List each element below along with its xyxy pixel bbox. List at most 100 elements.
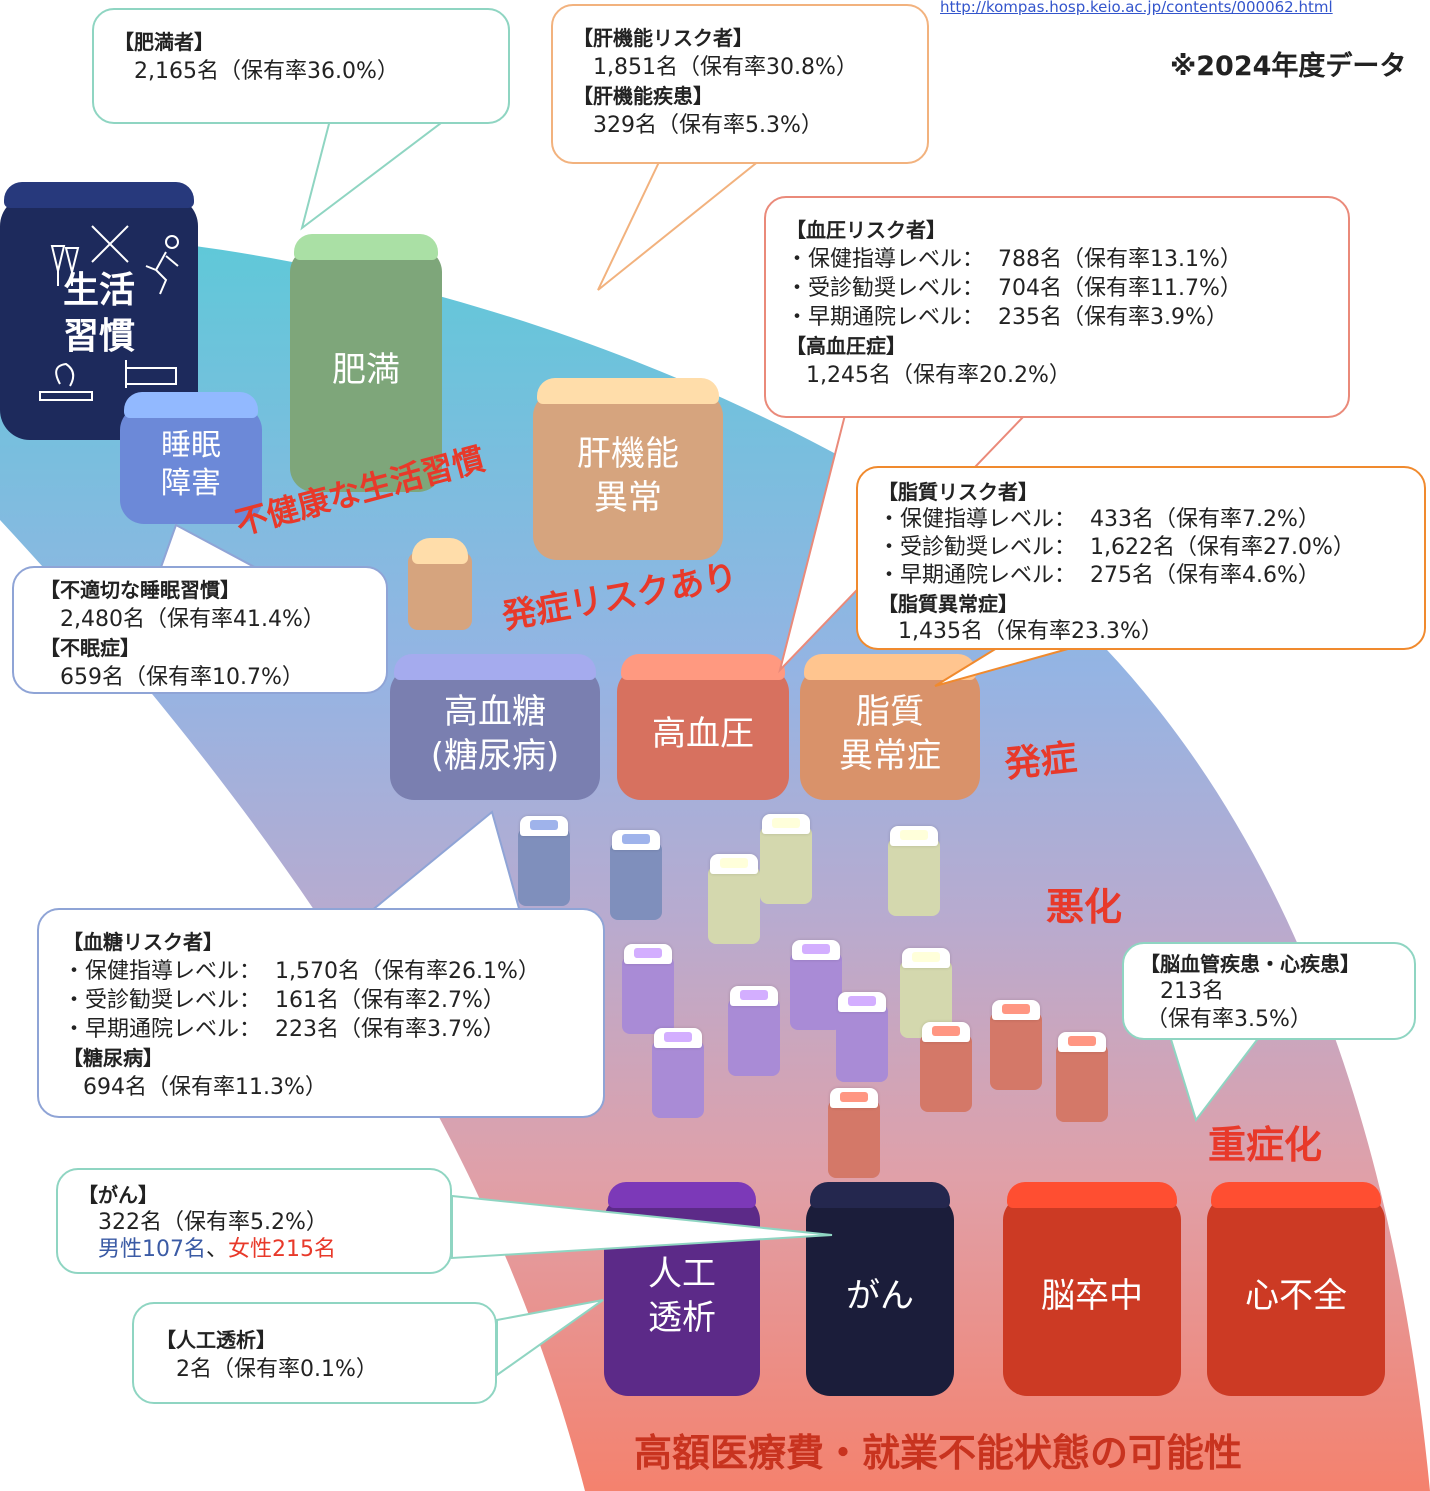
- liver-label-1: 肝機能: [577, 434, 679, 474]
- callout-cerebrovascular: 【脳血管疾患・心疾患】 213名 （保有率3.5%）: [1122, 942, 1416, 1040]
- row-label: ・保健指導レベル：: [786, 247, 985, 272]
- row-value: 161名（保有率2.7%）: [275, 988, 505, 1013]
- callout-value: （保有率3.5%）: [1146, 1007, 1312, 1032]
- cancer-label: がん: [846, 1276, 914, 1316]
- callout-value: 659名（保有率10.7%）: [60, 665, 304, 690]
- callout-heading: 【がん】: [78, 1183, 158, 1207]
- stroke-block: 脳卒中: [1003, 1196, 1181, 1396]
- row-label: ・早期通院レベル：: [878, 563, 1077, 588]
- mini-block: [900, 948, 952, 1038]
- liver-label-2: 異常: [594, 478, 662, 518]
- row-value: 433名（保有率7.2%）: [1090, 507, 1320, 532]
- hypertension-label: 高血圧: [652, 714, 754, 754]
- callout-lipid: 【脂質リスク者】 ・保健指導レベル： 433名（保有率7.2%） ・受診勧奨レベル…: [856, 466, 1426, 650]
- callout-row: ・受診勧奨レベル： 1,622名（保有率27.0%）: [878, 534, 1404, 562]
- separator: 、: [206, 1237, 229, 1262]
- callout-row: ・早期通院レベル： 223名（保有率3.7%）: [63, 1015, 579, 1044]
- mini-block: [622, 944, 674, 1034]
- callout-row: ・保健指導レベル： 788名（保有率13.1%）: [786, 245, 1328, 274]
- male-count: 男性107名: [98, 1237, 206, 1262]
- mini-block: [828, 1088, 880, 1178]
- callout-obesity: 【肥満者】 2,165名（保有率36.0%）: [92, 8, 510, 124]
- lifestyle-label-1: 生活: [62, 270, 135, 311]
- callout-liver: 【肝機能リスク者】 1,851名（保有率30.8%） 【肝機能疾患】 329名（…: [551, 4, 929, 164]
- stage-label-worsen: 悪化: [1046, 885, 1123, 929]
- female-count: 女性215名: [228, 1237, 337, 1262]
- callout-value: 213名: [1160, 979, 1224, 1004]
- row-label: ・受診勧奨レベル：: [63, 988, 262, 1013]
- callout-heading: 【血糖リスク者】: [63, 930, 223, 954]
- row-value: 788名（保有率13.1%）: [998, 247, 1242, 272]
- year-note: ※2024年度データ: [1170, 51, 1407, 82]
- callout-value: 329名（保有率5.3%）: [593, 113, 823, 138]
- callout-value: 1,245名（保有率20.2%）: [806, 363, 1071, 388]
- sleep-disorder-block: 睡眠 障害: [120, 406, 262, 524]
- callout-row: ・保健指導レベル： 1,570名（保有率26.1%）: [63, 957, 579, 986]
- stroke-label: 脳卒中: [1041, 1276, 1143, 1316]
- row-value: 1,622名（保有率27.0%）: [1090, 535, 1355, 560]
- stage-label-severe: 重症化: [1208, 1123, 1323, 1167]
- sleep-label-2: 障害: [161, 466, 221, 501]
- source-url-link[interactable]: http://kompas.hosp.keio.ac.jp/contents/0…: [940, 0, 1333, 16]
- mini-block: [652, 1028, 704, 1118]
- callout-value: 1,435名（保有率23.3%）: [898, 619, 1163, 644]
- callout-heading: 【肝機能疾患】: [573, 84, 713, 108]
- row-value: 704名（保有率11.7%）: [998, 276, 1242, 301]
- sleep-label-1: 睡眠: [161, 428, 221, 463]
- callout-value: 322名（保有率5.2%）: [98, 1210, 328, 1235]
- callout-heading: 【肝機能リスク者】: [573, 26, 753, 50]
- callout-value: 2,480名（保有率41.4%）: [60, 607, 325, 632]
- callout-value: 694名（保有率11.3%）: [83, 1075, 327, 1100]
- callout-blood-pressure: 【血圧リスク者】 ・保健指導レベル：788名（保有率13.1%） ・受診勧奨レベ…: [764, 196, 1350, 418]
- lifestyle-icons: [39, 225, 179, 401]
- row-value: 1,570名（保有率26.1%）: [275, 959, 540, 984]
- lifestyle-label-2: 習慣: [62, 316, 135, 357]
- glucose-block: 高血糖 (糖尿病): [390, 668, 600, 800]
- small-risk-block: [408, 552, 472, 630]
- mini-block: [920, 1022, 972, 1112]
- obesity-block: 肥満: [290, 248, 442, 492]
- glucose-label-1: 高血糖: [444, 692, 546, 732]
- mini-block: [790, 940, 842, 1030]
- callout-heading: 【脂質異常症】: [878, 592, 1018, 616]
- row-label: ・早期通院レベル：: [63, 1017, 262, 1042]
- callout-heading: 【不適切な睡眠習慣】: [40, 578, 240, 602]
- callout-dialysis: 【人工透析】 2名（保有率0.1%）: [132, 1302, 497, 1404]
- dialysis-label-1: 人工: [648, 1254, 716, 1294]
- callout-heading: 【人工透析】: [156, 1328, 276, 1352]
- cancer-block: がん: [806, 1196, 954, 1396]
- obesity-label: 肥満: [332, 350, 400, 390]
- row-label: ・保健指導レベル：: [63, 959, 262, 984]
- bottom-message: 高額医療費・就業不能状態の可能性: [634, 1431, 1243, 1475]
- callout-row: ・早期通院レベル：235名（保有率3.9%）: [786, 303, 1328, 332]
- callout-value: 2,165名（保有率36.0%）: [134, 59, 399, 84]
- mini-block: [836, 992, 888, 1082]
- mini-block: [888, 826, 940, 916]
- heart-failure-block: 心不全: [1207, 1196, 1385, 1396]
- callout-row: ・受診勧奨レベル： 704名（保有率11.7%）: [786, 274, 1328, 303]
- callout-glucose: 【血糖リスク者】 ・保健指導レベル： 1,570名（保有率26.1%） ・受診勧奨…: [37, 908, 605, 1118]
- row-value: 223名（保有率3.7%）: [275, 1017, 505, 1042]
- callout-row: ・保健指導レベル： 433名（保有率7.2%）: [878, 506, 1404, 534]
- hypertension-block: 高血圧: [617, 668, 789, 800]
- callout-row: ・受診勧奨レベル： 161名（保有率2.7%）: [63, 986, 579, 1015]
- callout-heading: 【糖尿病】: [63, 1046, 163, 1070]
- heart-failure-label: 心不全: [1245, 1276, 1347, 1316]
- row-label: ・早期通院レベル：: [786, 305, 985, 330]
- callout-gender-breakdown: 男性107名、女性215名: [78, 1236, 430, 1263]
- mini-block: [728, 986, 780, 1076]
- callout-value: 1,851名（保有率30.8%）: [593, 55, 858, 80]
- callout-value: 2名（保有率0.1%）: [176, 1357, 378, 1382]
- row-value: 275名（保有率4.6%）: [1090, 563, 1320, 588]
- callout-heading: 【脂質リスク者】: [878, 480, 1038, 504]
- row-label: ・受診勧奨レベル：: [878, 535, 1077, 560]
- mini-block: [1056, 1032, 1108, 1122]
- row-label: ・受診勧奨レベル：: [786, 276, 985, 301]
- mini-block: [610, 830, 662, 920]
- liver-block: 肝機能 異常: [533, 392, 723, 560]
- stage-label-onset: 発症: [1002, 737, 1079, 786]
- dyslipidemia-label-1: 脂質: [856, 692, 924, 732]
- callout-heading: 【不眠症】: [40, 636, 140, 660]
- row-label: ・保健指導レベル：: [878, 507, 1077, 532]
